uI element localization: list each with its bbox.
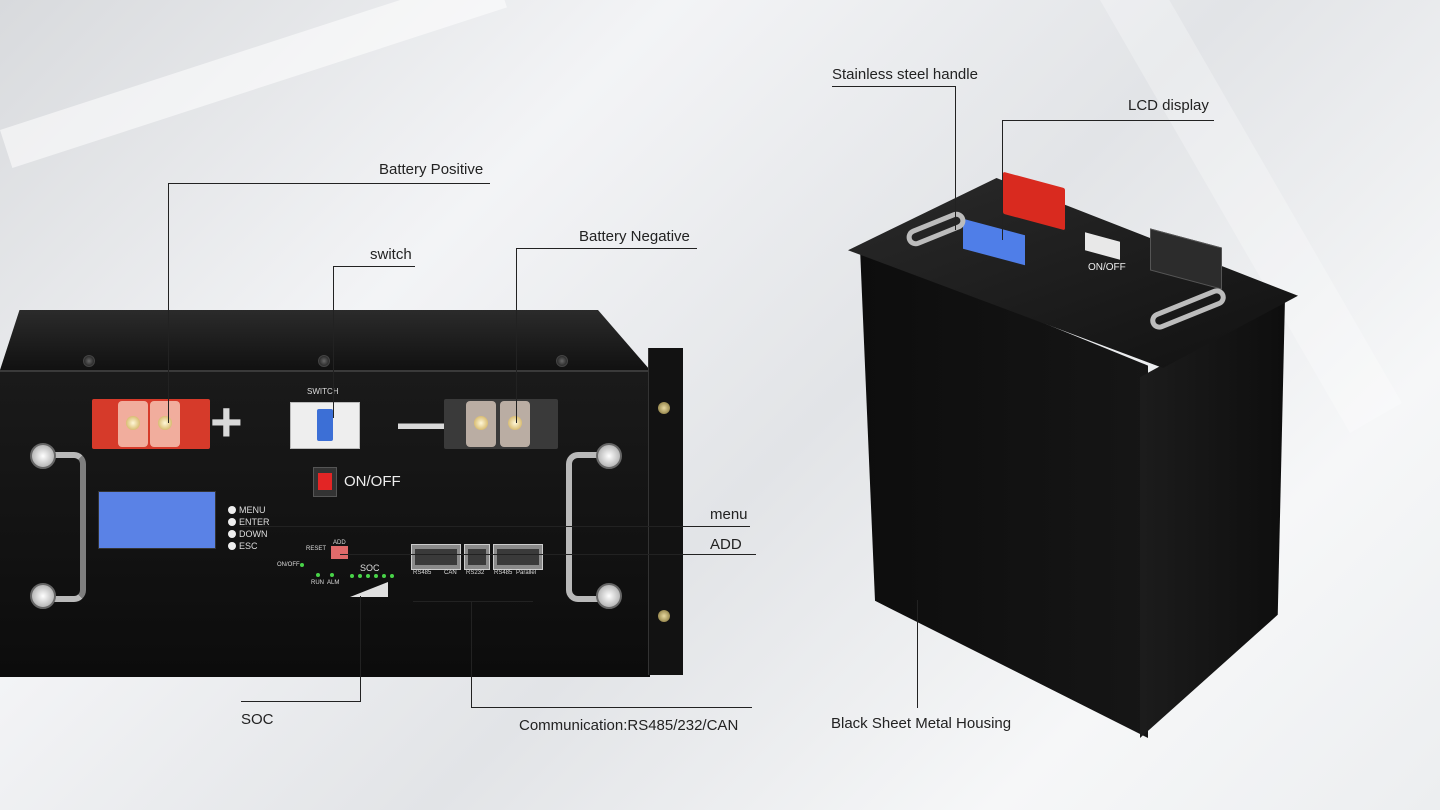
background-streak — [0, 0, 507, 169]
leader-line — [168, 183, 490, 184]
alm-led — [330, 573, 334, 577]
breaker-lever[interactable] — [317, 409, 333, 441]
callout-stainless-handle: Stainless steel handle — [832, 66, 978, 83]
alm-label: ALM — [327, 580, 340, 586]
rs232-port[interactable] — [464, 544, 490, 570]
leader-line — [360, 596, 361, 701]
callout-battery-positive: Battery Positive — [379, 161, 484, 178]
mounting-ear — [648, 348, 683, 675]
onoff-led — [300, 563, 304, 567]
reset-label: RESET — [306, 546, 327, 552]
soc-led — [390, 574, 394, 578]
rs485-can-port[interactable] — [411, 544, 461, 570]
leader-line — [340, 554, 756, 555]
switch-caption: SWITCH — [307, 387, 339, 396]
esc-button[interactable]: ESC — [228, 540, 270, 552]
leader-line — [471, 707, 752, 708]
leader-line — [1002, 120, 1214, 121]
add-button[interactable] — [331, 546, 348, 559]
power-button-label: ON/OFF — [344, 473, 401, 490]
rs485-parallel-port[interactable] — [493, 544, 543, 570]
run-label: RUN — [311, 580, 324, 586]
callout-battery-negative: Battery Negative — [579, 228, 690, 245]
ear-screw — [658, 402, 670, 414]
panel-screw — [556, 355, 568, 367]
callout-lcd-display: LCD display — [1128, 97, 1209, 114]
handle-mount — [30, 443, 56, 469]
soc-led — [358, 574, 362, 578]
leader-line — [413, 601, 533, 602]
leader-line — [917, 600, 918, 708]
port-label-rs485-2: RS485 — [494, 570, 513, 576]
soc-led — [350, 574, 354, 578]
terminal-bolt — [118, 401, 148, 447]
battery-front-panel: + SWITCH — ON/OFF MENU ENTER DOWN ESC RE… — [0, 310, 683, 677]
down-button[interactable]: DOWN — [228, 528, 270, 540]
port-label-rs232: RS232 — [466, 570, 485, 576]
callout-communication: Communication:RS485/232/CAN — [519, 717, 739, 734]
soc-led — [382, 574, 386, 578]
positive-terminal — [92, 399, 210, 449]
leader-line — [955, 86, 956, 230]
leader-line — [240, 526, 750, 527]
terminal-bolt — [500, 401, 530, 447]
leader-line — [241, 701, 361, 702]
port-label-parallel: Parallel — [516, 570, 537, 576]
port-label-rs485: RS485 — [413, 570, 432, 576]
add-label: ADD — [333, 540, 346, 546]
leader-line — [333, 266, 334, 418]
right-handle[interactable] — [566, 452, 612, 602]
enter-button[interactable]: ENTER — [228, 516, 270, 528]
soc-led — [374, 574, 378, 578]
menu-button-group: MENU ENTER DOWN ESC — [228, 504, 270, 552]
callout-soc: SOC — [241, 711, 274, 728]
leader-line — [333, 266, 415, 267]
handle-mount — [596, 583, 622, 609]
onoff-small-label: ON/OFF — [277, 562, 300, 568]
panel-screw — [318, 355, 330, 367]
negative-terminal — [444, 399, 558, 449]
handle-mount — [30, 583, 56, 609]
panel-screw — [83, 355, 95, 367]
left-handle[interactable] — [40, 452, 86, 602]
soc-indicator-wedge — [350, 582, 388, 597]
breaker-switch[interactable] — [290, 402, 360, 449]
soc-led — [366, 574, 370, 578]
callout-add: ADD — [710, 536, 742, 553]
lcd-screen — [98, 491, 216, 549]
menu-button[interactable]: MENU — [228, 504, 270, 516]
callout-menu: menu — [710, 506, 748, 523]
ear-screw — [658, 610, 670, 622]
run-led — [316, 573, 320, 577]
plus-sign: + — [210, 390, 243, 453]
leader-line — [832, 86, 956, 87]
leader-line — [516, 248, 697, 249]
handle-mount — [596, 443, 622, 469]
iso-onoff-label: ON/OFF — [1088, 262, 1126, 273]
leader-line — [168, 183, 169, 423]
port-label-can: CAN — [444, 570, 457, 576]
terminal-bolt — [466, 401, 496, 447]
callout-housing: Black Sheet Metal Housing — [831, 715, 1012, 732]
leader-line — [1002, 120, 1003, 240]
callout-switch: switch — [370, 246, 412, 263]
terminal-bolt — [150, 401, 180, 447]
soc-panel-label: SOC — [360, 563, 380, 573]
power-button[interactable] — [313, 467, 337, 497]
leader-line — [471, 601, 472, 707]
leader-line — [516, 248, 517, 423]
